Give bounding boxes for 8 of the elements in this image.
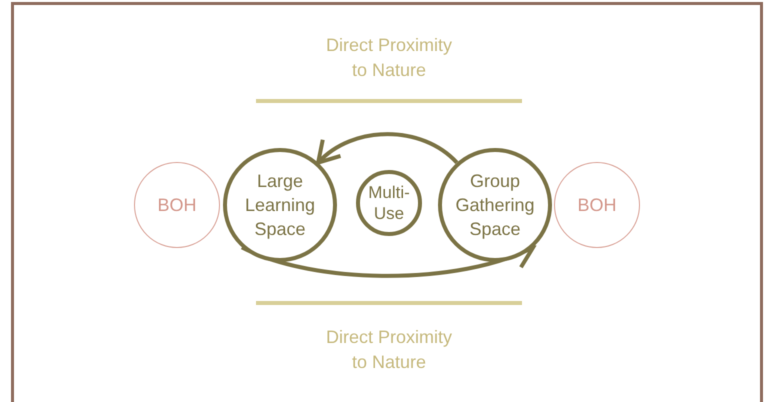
space-label: Large Learning Space [244,170,316,241]
curved-arrow [316,132,458,165]
space-label: Multi-Use [367,182,411,224]
space-label: Group Gathering Space [454,170,536,241]
nature-label: Direct Proximity to Nature [324,326,453,374]
space-label: BOH [156,194,198,216]
space-label: BOH [576,194,618,216]
nature-label: Direct Proximity to Nature [324,34,453,82]
